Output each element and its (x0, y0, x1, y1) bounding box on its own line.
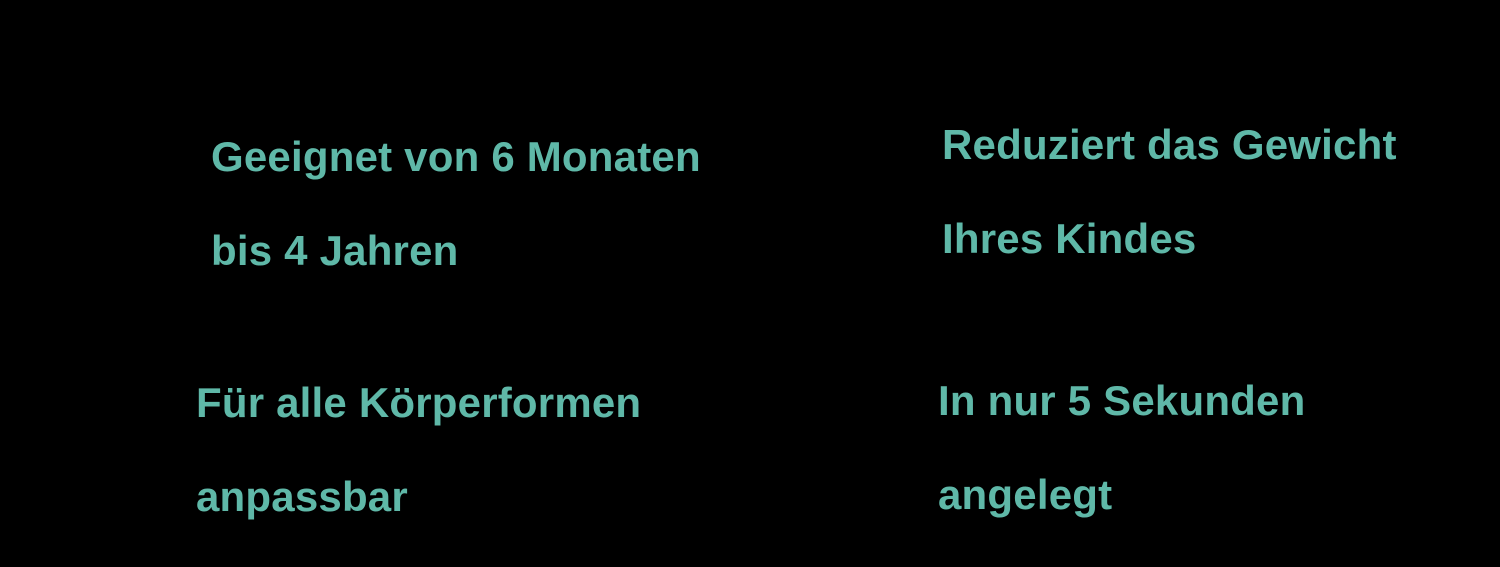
feature-line-2: bis 4 Jahren (211, 227, 459, 274)
feature-item-body-shape-adjustable: Für alle Körperformen anpassbar (196, 332, 641, 567)
feature-line-1: In nur 5 Sekunden (938, 377, 1306, 424)
feature-line-1: Reduziert das Gewicht (942, 121, 1397, 168)
feature-line-2: Ihres Kindes (942, 215, 1197, 262)
feature-highlight-canvas: Geeignet von 6 Monaten bis 4 Jahren Redu… (196, 74, 1397, 520)
feature-line-1: Geeignet von 6 Monaten (211, 133, 701, 180)
feature-item-quick-setup: In nur 5 Sekunden angelegt (938, 330, 1305, 565)
feature-item-age-range: Geeignet von 6 Monaten bis 4 Jahren (211, 86, 701, 321)
feature-line-1: Für alle Körperformen (196, 379, 642, 426)
feature-line-2: anpassbar (196, 473, 408, 520)
feature-item-weight-reduction: Reduziert das Gewicht Ihres Kindes (942, 74, 1397, 309)
feature-line-2: angelegt (938, 471, 1113, 518)
